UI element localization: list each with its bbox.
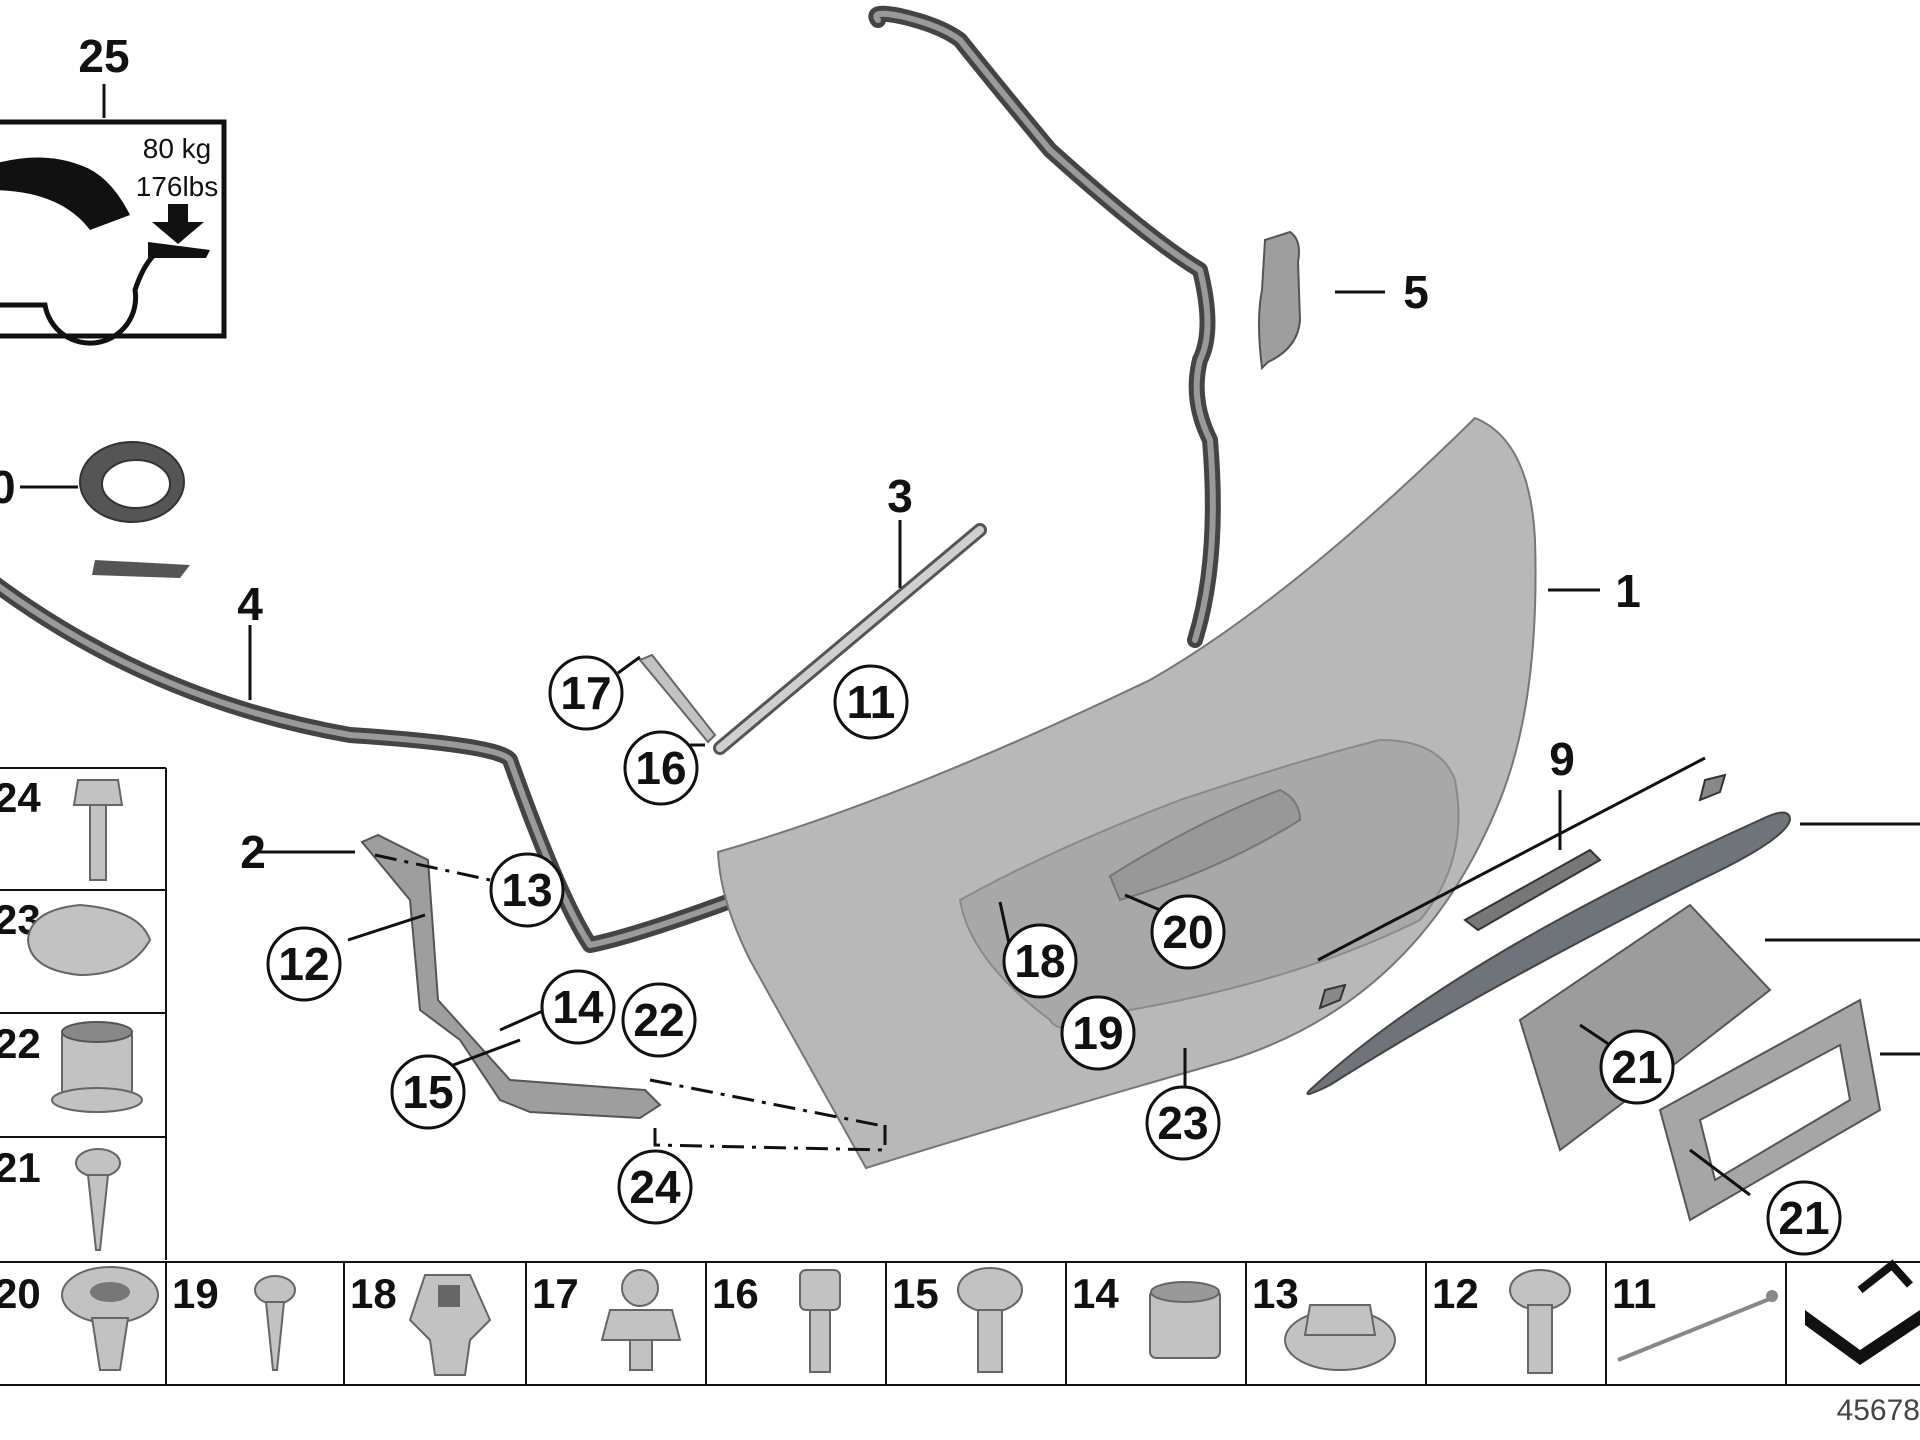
trunk-lid: 1	[716, 416, 1641, 1170]
gas-strut: 3	[713, 470, 987, 755]
cell-label-24: 24	[0, 774, 41, 821]
cell-label-18: 18	[350, 1270, 397, 1317]
cell-label-22: 22	[0, 1020, 41, 1067]
cell-label-17: 17	[532, 1270, 579, 1317]
strut-link	[638, 653, 717, 744]
weight-kg-text: 80 kg	[143, 133, 212, 164]
circle-22: 22	[633, 994, 684, 1046]
car-silhouette-icon	[0, 157, 130, 230]
circle-15: 15	[402, 1066, 453, 1118]
circle-11: 11	[847, 676, 896, 728]
cell-label-12: 12	[1432, 1270, 1479, 1317]
corner-bracket: 5	[1258, 230, 1429, 371]
cell-label-16: 16	[712, 1270, 759, 1317]
warning-label: 25 80 kg 176lbs	[0, 30, 227, 346]
circle-21-upper: 21	[1611, 1041, 1662, 1093]
cell-label-15: 15	[892, 1270, 939, 1317]
hinge: 2	[240, 826, 662, 1120]
circle-13: 13	[501, 864, 552, 916]
car-body-outline	[0, 247, 162, 346]
circle-21-lower: 21	[1778, 1192, 1829, 1244]
cell-label-20: 20	[0, 1270, 41, 1317]
lower-seal-strip: 4	[0, 577, 763, 953]
weight-lbs-text: 176lbs	[136, 171, 219, 202]
circle-16: 16	[635, 742, 686, 794]
reference-arrow-icon	[1805, 1310, 1920, 1365]
trim-strip	[1306, 811, 1792, 1095]
circle-20: 20	[1162, 906, 1213, 958]
clip-bracket	[1463, 848, 1602, 932]
cell-label-21: 21	[0, 1144, 41, 1191]
cell-label-13: 13	[1252, 1270, 1299, 1317]
tape-roll: 0	[0, 441, 190, 578]
cell-label-11: 11	[1612, 1270, 1656, 1317]
callout-9: 9	[1549, 733, 1575, 785]
document-number: 45678	[1837, 1394, 1920, 1427]
callout-25: 25	[78, 30, 129, 82]
callout-2: 2	[240, 826, 266, 878]
left-fastener-column: 24 23 22 21	[0, 767, 167, 1260]
circle-19: 19	[1072, 1007, 1123, 1059]
circle-12: 12	[278, 938, 329, 990]
callout-3: 3	[887, 470, 913, 522]
callout-4: 4	[237, 578, 263, 630]
plate-holder	[1518, 903, 1772, 1152]
upper-seal-strip	[868, 5, 1221, 648]
circle-24: 24	[629, 1161, 681, 1213]
callout-5: 5	[1403, 266, 1429, 318]
down-arrow-icon	[152, 204, 204, 244]
cell-label-19: 19	[172, 1270, 219, 1317]
license-plate-parts: 9	[1306, 733, 1920, 1222]
circle-14: 14	[552, 981, 604, 1033]
callout-10: 0	[0, 461, 16, 513]
circle-23: 23	[1157, 1097, 1208, 1149]
circle-18: 18	[1014, 935, 1065, 987]
circle-17: 17	[560, 667, 611, 719]
circled-callouts: 11 12 13 14 15 16 17 18 19 20 21 21 22 2…	[266, 655, 1842, 1256]
callout-1: 1	[1615, 565, 1641, 617]
cell-label-14: 14	[1072, 1270, 1119, 1317]
bottom-fastener-row: 20 19 18 17 16 15 14 13 12 11	[0, 1259, 1920, 1386]
